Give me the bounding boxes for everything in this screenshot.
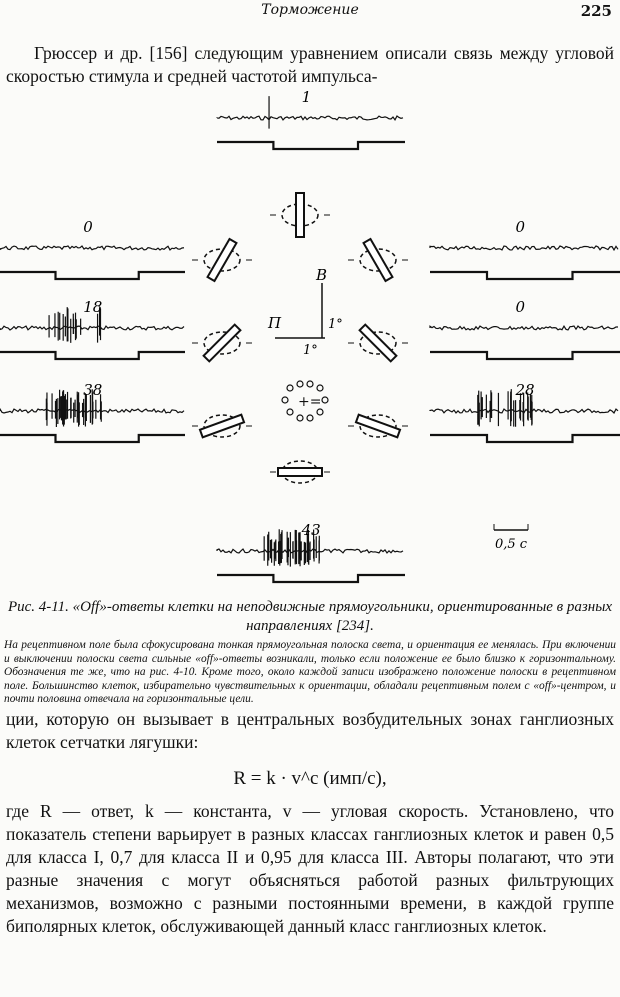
stimulus-marker — [0, 270, 185, 281]
stimulus-marker — [0, 350, 185, 361]
deg-label-v: 1° — [328, 317, 343, 332]
figure-caption-text: На рецептивном поле была сфокусирована т… — [4, 639, 616, 705]
running-header: Торможение — [261, 2, 359, 18]
bar-stimulus-icon — [192, 323, 252, 363]
axis-label-left: П — [267, 314, 282, 332]
spike-count-label: 1 — [302, 88, 312, 106]
trace-top: 1 — [216, 88, 405, 151]
spike-count-label: 0 — [83, 218, 93, 236]
bar-stimulus-icon — [270, 460, 330, 484]
paragraph: где R — ответ, k — константа, v — углова… — [6, 801, 614, 936]
bar-stimulus-icon — [348, 323, 408, 363]
trace-right-1: 0 — [429, 218, 620, 281]
spike-count-label: 43 — [301, 521, 321, 539]
axis-cross — [275, 283, 325, 339]
stimulus-marker — [430, 270, 620, 281]
trace-left-1: 0 — [0, 218, 185, 281]
paragraph: ции, которую он вызывает в центральных в… — [6, 709, 614, 752]
stimulus-marker — [217, 573, 405, 584]
trace-right-2: 0 — [429, 298, 620, 361]
trace-right-3: 28 — [429, 381, 620, 444]
spike-count-label: 0 — [516, 298, 526, 316]
trace-left-3: 38 — [0, 381, 185, 444]
bar-stimulus-icon — [270, 192, 330, 238]
bar-stimulus-icon — [348, 413, 408, 439]
spike-count-label: 18 — [83, 298, 102, 316]
axis-label-up: В — [315, 266, 327, 284]
trace-bottom: 43 — [216, 521, 405, 584]
figure-recordings: 1 0 18 38 0 0 28 43 В П 1° 1° += 0,5 с — [0, 88, 620, 584]
stimulus-marker — [430, 350, 620, 361]
deg-label-h: 1° — [303, 343, 318, 358]
spike-count-label: 28 — [515, 381, 535, 399]
center-dots-icon: += — [281, 380, 329, 422]
spike-count-label: 0 — [516, 218, 526, 236]
svg-text:+=: += — [298, 394, 321, 410]
stimulus-marker — [430, 433, 620, 444]
spike-count-label: 38 — [83, 381, 102, 399]
stimulus-marker — [217, 140, 405, 151]
bar-stimulus-icon — [192, 237, 252, 283]
bar-stimulus-icon — [192, 413, 252, 439]
stimulus-marker — [0, 433, 185, 444]
paragraph: Грюссер и др. [156] следующим уравнением… — [6, 43, 614, 86]
scale-bar-label: 0,5 с — [495, 537, 528, 552]
formula: R = k · v^c (имп/с), — [233, 768, 387, 789]
figure-caption-title: Рис. 4-11. «Off»-ответы клетки на неподв… — [7, 599, 613, 634]
bar-stimulus-icon — [348, 237, 408, 283]
trace-left-2: 18 — [0, 298, 185, 361]
page-number: 225 — [580, 2, 612, 20]
